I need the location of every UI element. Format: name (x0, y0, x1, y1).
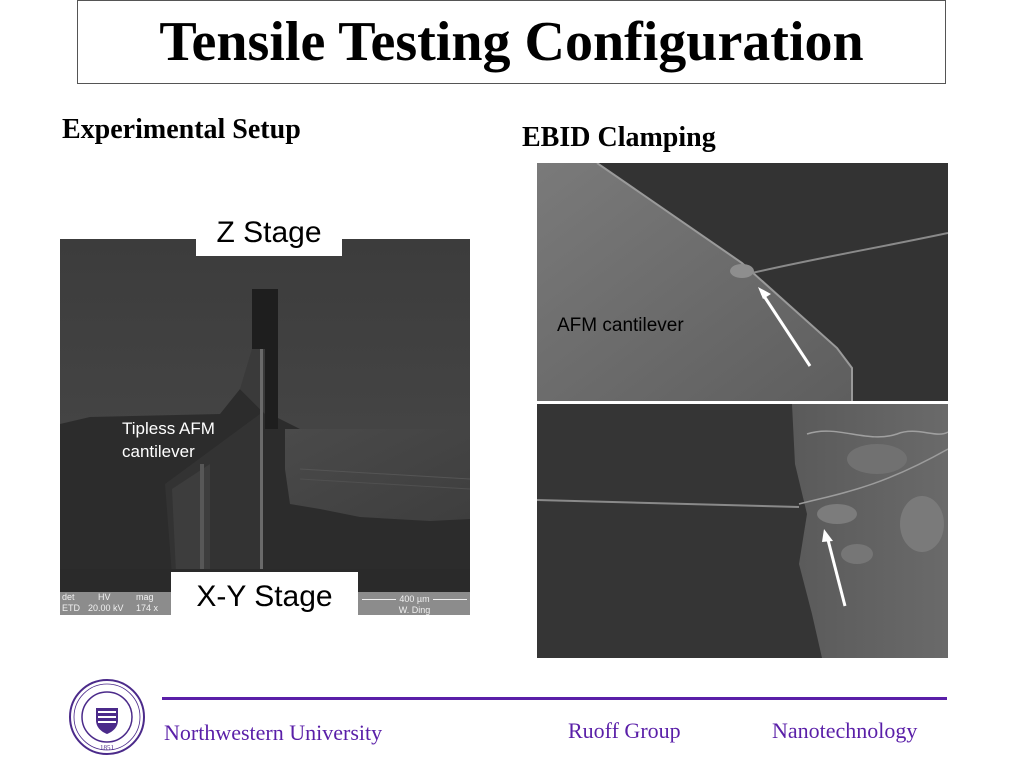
sem-info-hv: HV 20.00 kV (88, 592, 124, 614)
ebid-top-drawing (537, 163, 948, 401)
z-stage-label: Z Stage (196, 210, 342, 256)
tipless-afm-label: Tipless AFM cantilever (122, 417, 215, 463)
sem-info-det: det ETD (62, 592, 80, 614)
ebid-top-sem-image: AFM cantilever (537, 163, 948, 401)
footer-university: Northwestern University (164, 720, 383, 745)
operator-name: W. Ding (398, 605, 431, 615)
ebid-bottom-drawing (537, 404, 948, 658)
footer-topic: Nanotechnology (772, 718, 918, 743)
scale-value: 400 µm (399, 594, 430, 604)
sem-scale-bar: 400 µm W. Ding (362, 594, 468, 615)
title-box: Tensile Testing Configuration (77, 0, 946, 84)
det-value: ETD (62, 603, 80, 613)
mag-header: mag (136, 592, 154, 602)
det-header: det (62, 592, 75, 602)
tipless-afm-label-line2: cantilever (122, 442, 195, 461)
afm-cantilever-label: AFM cantilever (557, 315, 684, 336)
university-seal-icon: 1851 (69, 679, 145, 755)
northwestern-seal: 1851 (68, 678, 146, 756)
page-title: Tensile Testing Configuration (159, 11, 864, 73)
footer-group: Ruoff Group (568, 718, 681, 743)
tipless-afm-label-line1: Tipless AFM (122, 419, 215, 438)
experimental-setup-sem-image: det ETD HV 20.00 kV mag 174 x 400 µm W. … (60, 239, 470, 615)
mag-value: 174 x (136, 603, 159, 613)
sem-info-mag: mag 174 x (136, 592, 158, 614)
ebid-clamping-heading: EBID Clamping (522, 122, 716, 153)
footer-divider (162, 697, 947, 700)
seal-year: 1851 (100, 744, 115, 752)
experimental-setup-heading: Experimental Setup (62, 114, 301, 145)
hv-value: 20.00 kV (88, 603, 124, 613)
ebid-bottom-sem-image (537, 404, 948, 658)
xy-stage-label: X-Y Stage (171, 572, 358, 622)
hv-header: HV (98, 592, 111, 602)
